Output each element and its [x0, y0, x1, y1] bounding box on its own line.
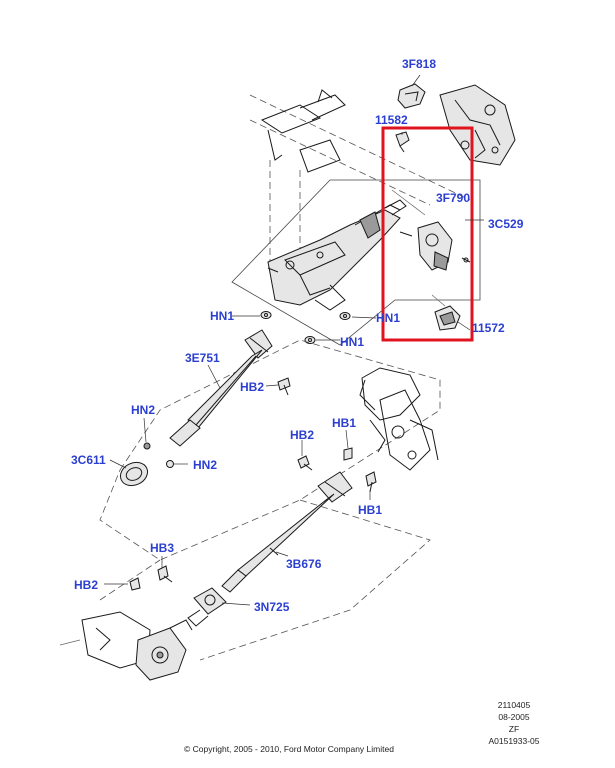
label-hn2-lower[interactable]: HN2 [193, 458, 217, 472]
steering-column-assembly[interactable] [231, 179, 481, 346]
part-3b676-lower-shaft[interactable] [221, 471, 353, 593]
part-3f790-ignition-lock[interactable] [391, 189, 471, 271]
highlight-box [381, 126, 474, 342]
assembly-outline [99, 339, 441, 561]
part-3f818-sensor[interactable] [397, 74, 426, 109]
ref-code-3: ZF [509, 724, 519, 734]
hn1-nut-left[interactable] [260, 311, 272, 319]
hb3-bolt[interactable] [157, 565, 173, 583]
hb2-bolt-middle[interactable] [297, 455, 313, 471]
part-3c611-bearing[interactable] [117, 442, 152, 490]
label-hb2-middle[interactable]: HB2 [290, 428, 314, 442]
hb2-bolt-lower[interactable] [129, 577, 141, 591]
label-hb3[interactable]: HB3 [150, 541, 174, 555]
label-3b676[interactable]: 3B676 [286, 557, 322, 571]
label-hb1-upper[interactable]: HB1 [332, 416, 356, 430]
hb1-bolt-lower[interactable] [365, 471, 377, 493]
part-3e751-intermediate-shaft[interactable] [169, 329, 273, 447]
label-11582[interactable]: 11582 [375, 113, 408, 127]
label-hn1-left[interactable]: HN1 [210, 309, 234, 323]
label-hn1-right[interactable]: HN1 [376, 311, 400, 325]
ref-code-4: A0151933-05 [488, 736, 539, 746]
leader-lines [104, 132, 484, 606]
assembly-outline-lower [99, 499, 431, 661]
hb2-bolt-upper[interactable] [277, 377, 291, 396]
label-3f790[interactable]: 3F790 [436, 191, 470, 205]
hn2-nut[interactable] [166, 460, 174, 468]
part-11582-clip[interactable] [395, 131, 410, 153]
upper-mounting-bracket [439, 84, 516, 166]
part-3n725-universal-joint[interactable] [187, 587, 227, 627]
cross-car-beam [249, 89, 471, 265]
label-hb1-lower[interactable]: HB1 [358, 503, 382, 517]
lower-body-structure [359, 367, 439, 471]
ref-code-2: 08-2005 [498, 712, 529, 722]
label-3n725[interactable]: 3N725 [254, 600, 290, 614]
label-11572[interactable]: 11572 [472, 321, 505, 335]
ref-code-1: 2110405 [498, 700, 531, 710]
label-3c611[interactable]: 3C611 [71, 453, 106, 467]
hb1-bolt-upper[interactable] [343, 447, 353, 461]
copyright-notice: © Copyright, 2005 - 2010, Ford Motor Com… [184, 744, 394, 754]
label-3e751[interactable]: 3E751 [185, 351, 220, 365]
label-3f818[interactable]: 3F818 [402, 57, 436, 71]
label-hb2-lower[interactable]: HB2 [74, 578, 98, 592]
hn1-nut-right[interactable] [339, 312, 351, 320]
label-hn2-upper[interactable]: HN2 [131, 403, 155, 417]
label-hb2-upper[interactable]: HB2 [240, 380, 264, 394]
label-hn1-center[interactable]: HN1 [340, 335, 364, 349]
label-3c529[interactable]: 3C529 [488, 217, 524, 231]
part-11572-switch[interactable] [431, 294, 461, 331]
hn1-nut-center[interactable] [304, 336, 316, 344]
steering-rack [59, 611, 193, 681]
